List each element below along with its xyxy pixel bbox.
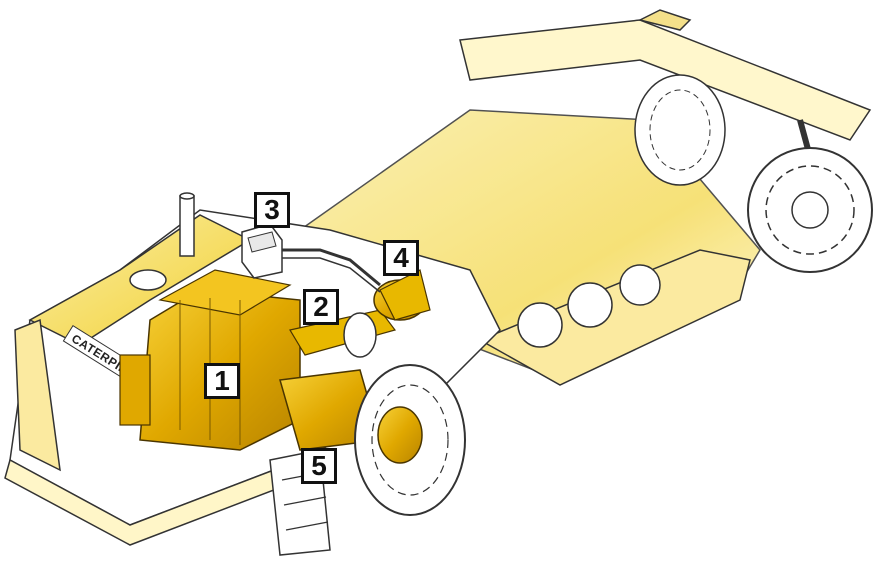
hydraulic-line [282,248,381,287]
control-module [241,223,283,279]
callout-2: 2 [303,289,339,325]
rear-wheel [747,147,873,273]
bowl-port-3 [619,264,661,306]
front-hub [377,406,423,464]
rear-drive-unit [373,269,431,321]
callout-3: 3 [254,192,290,228]
rear-wheel-upper [634,74,726,186]
bowl-port-2 [567,282,613,328]
front-wheel [354,364,466,516]
radiator-grille [14,318,61,472]
frame-arm [637,9,692,31]
air-cleaner [129,269,167,291]
bowl-side-panel [478,249,751,386]
callout-5: 5 [301,448,337,484]
exhaust-stack [179,195,195,257]
torque-converter [289,309,397,358]
callout-4: 4 [383,240,419,276]
callout-1: 1 [204,363,240,399]
bowl-port-1 [517,302,563,348]
